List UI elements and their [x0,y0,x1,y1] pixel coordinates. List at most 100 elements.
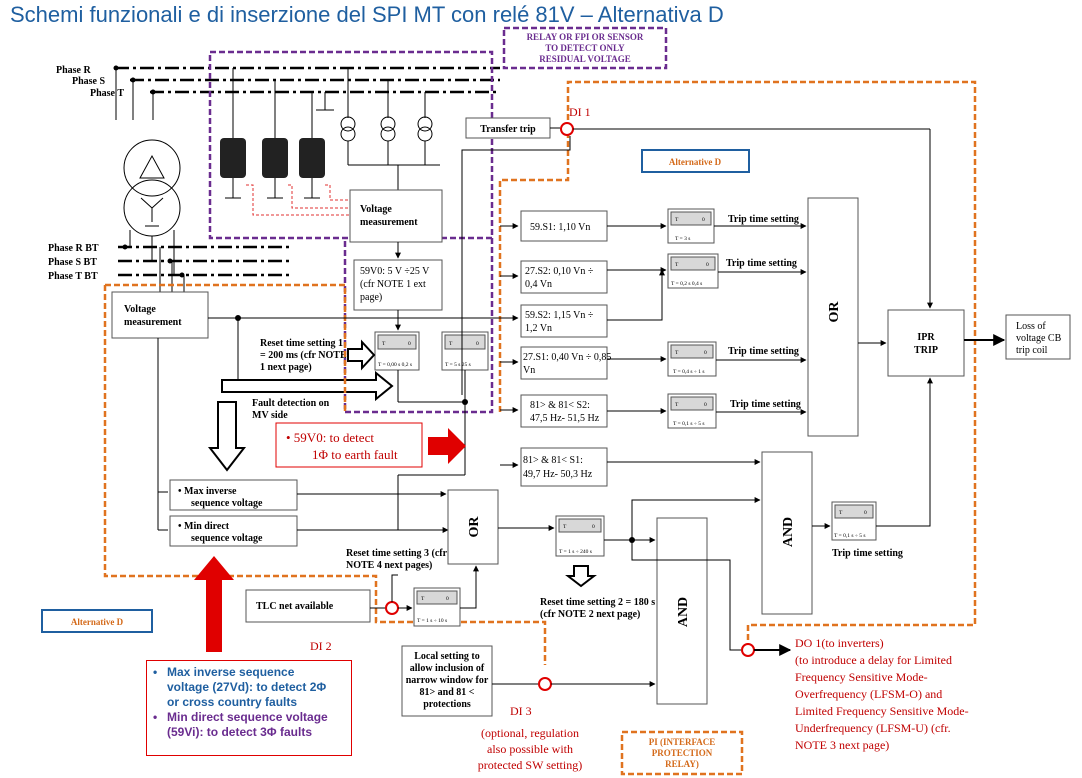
legend-item: • Max inverse sequence voltage (27Vd): t… [153,665,327,709]
lv-phases: Phase R BT Phase S BT Phase T BT [48,230,290,292]
max-inverse-line: • Max inverse [178,486,237,497]
or-gate-small [447,489,499,565]
svg-text:0: 0 [704,402,707,408]
svg-text:59.S1: 1,10 Vn: 59.S1: 1,10 Vn [530,222,590,233]
and-gate-label: AND [781,517,796,547]
timer-v0a: T 0 T = 0,00 s 0,2 s [374,331,420,371]
svg-text:T: T [421,596,425,602]
do1-line: Underfrequency (LFSM-U) (cfr. [795,721,951,735]
local-setting-line: 81> and 81 < [419,687,474,698]
optional-note-line: (optional, regulation [481,726,579,740]
relay-note-box [502,26,668,70]
local-setting-line: Local setting to [414,651,480,662]
ipr-trip-box [887,309,965,377]
relay-note-line: RELAY OR FPI OR SENSOR [527,32,644,42]
v0-threshold-box [353,259,443,311]
phase-s-bt-label: Phase S BT [48,257,97,268]
svg-text:T: T [675,262,679,268]
svg-text:27.S1: 0,40 Vn ÷ 0,85: 27.S1: 0,40 Vn ÷ 0,85 [523,352,611,363]
legend-line: Max inverse sequence [167,665,295,679]
loss-cb-line: trip coil [1016,345,1048,356]
svg-text:47,5 Hz- 51,5 Hz: 47,5 Hz- 51,5 Hz [530,413,600,424]
v0-note-line: • 59V0: to detect [286,430,374,445]
legend-line: (59Vi): to detect 3Φ faults [167,725,312,739]
do1-line: Limited Frequency Sensitive Mode- [795,704,969,718]
min-direct-line: sequence voltage [191,533,263,544]
voltage-measurement-label: measurement [360,217,418,228]
svg-text:81> & 81< S2:: 81> & 81< S2: [530,400,590,411]
di3-label: DI 3 [510,704,532,718]
do1-contact [741,643,755,657]
svg-text:0: 0 [592,524,595,530]
reset-setting-3: NOTE 4 next pages) [346,560,432,571]
trip-time-setting-label: Trip time setting [726,258,797,269]
svg-text:T: T [675,217,679,223]
local-setting-line: narrow window for [406,675,489,686]
svg-text:0: 0 [706,262,709,268]
trip-time-setting-label: Trip time setting [728,346,799,357]
transformer [123,139,181,237]
optional-note-line: also possible with [487,742,573,756]
tlc-label: TLC net available [256,601,334,612]
svg-text:1,2 Vn: 1,2 Vn [525,323,552,334]
trip-time-setting-label: Trip time setting [728,214,799,225]
svg-text:0: 0 [704,350,707,356]
protection-27s2 [520,260,608,294]
sensor-icon [299,138,325,178]
legend-item: • Min direct sequence voltage (59Vi): to… [153,710,328,739]
min-direct-line: • Min direct [178,521,230,532]
svg-text:T: T [675,402,679,408]
phase-s-label: Phase S [72,76,106,87]
reset-setting-1: = 200 ms (cfr NOTE [260,350,347,361]
do1-line: Frequency Sensitive Mode- [795,670,928,684]
timer-range: T = 0,4 s ÷ 1 s [673,369,705,375]
min-direct-box [169,515,298,547]
loss-cb-line: voltage CB [1016,333,1062,344]
phase-t-bt-label: Phase T BT [48,271,98,282]
voltage-measurement-label: Voltage [360,204,392,215]
timer-range: T = 0,2 s 0,4 s [671,281,702,287]
protection-27s1 [520,346,608,380]
page-title: Schemi funzionali e di inserzione del SP… [10,2,724,27]
svg-text:49,7 Hz- 50,3 Hz: 49,7 Hz- 50,3 Hz [523,469,593,480]
and-gate-upper [761,451,813,615]
reset-setting-3: Reset time setting 3 (cfr [346,548,448,559]
local-setting-box [401,645,493,717]
svg-text:0: 0 [408,341,411,347]
voltage-measurement-lv-label: Voltage [124,304,156,315]
svg-text:0: 0 [446,596,449,602]
loss-cb-box [1005,314,1071,360]
svg-text:0: 0 [476,341,479,347]
down-arrow-icon [207,401,247,472]
legend-line: Min direct sequence voltage [167,710,328,724]
fault-detection-label: MV side [252,410,288,421]
max-inverse-box [169,479,298,511]
v0-note-line: 1Φ to earth fault [312,447,398,462]
protection-boxes: 59.S1: 1,10 Vn 27.S2: 0,10 Vn ÷ 0,4 Vn 5… [520,210,611,487]
loss-cb-line: Loss of [1016,321,1046,332]
local-setting-line: allow inclusion of [410,663,485,674]
voltage-measurement-box [349,189,443,243]
svg-text:0: 0 [864,510,867,516]
and-gate-lower [656,517,708,705]
reset-setting-2: (cfr NOTE 2 next page) [540,609,640,620]
phase-r-label: Phase R [56,65,92,76]
v0-threshold-line: page) [360,292,382,303]
alternative-d-tag-lower [41,609,153,633]
trip-time-setting-label: Trip time setting [832,548,903,559]
or-gate-small-label: OR [467,516,482,538]
voltage-measurement-lv-label: measurement [124,317,182,328]
di2-label: DI 2 [310,639,332,653]
do1-line: NOTE 3 next page) [795,738,889,752]
svg-text:27.S2: 0,10 Vn ÷: 27.S2: 0,10 Vn ÷ [525,266,594,277]
reset-arrow-icon [347,339,376,371]
legend-line: voltage (27Vd): to detect 2Φ [167,680,327,694]
relay-note-line: RESIDUAL VOLTAGE [539,54,630,64]
v0-threshold-line: (cfr NOTE 1 ext [360,279,426,290]
timer-range: T = 1 s ÷ 10 s [417,618,447,624]
svg-text:81> & 81< S1:: 81> & 81< S1: [523,455,583,466]
svg-text:0,4 Vn: 0,4 Vn [525,279,552,290]
optional-note-line: protected SW setting) [478,758,582,772]
